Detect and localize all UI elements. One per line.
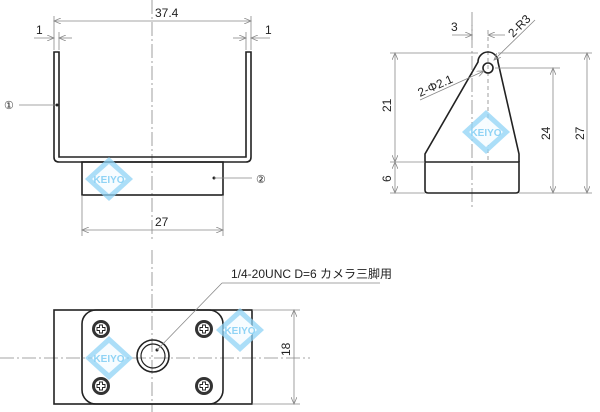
callout-part1: ① xyxy=(4,100,14,112)
dim-hole-offset: 3 xyxy=(451,20,458,34)
hole-leader xyxy=(419,71,484,101)
screw-top-left xyxy=(92,320,110,338)
bottom-block xyxy=(81,309,224,405)
side-plate xyxy=(424,51,520,162)
svg-text:KEIYO: KEIYO xyxy=(470,128,501,139)
keiyo-watermark: KEIYO xyxy=(216,308,264,352)
screw-bottom-left xyxy=(92,377,110,395)
dim-base-height: 6 xyxy=(380,175,394,182)
dim-total-height: 27 xyxy=(573,126,587,140)
dim-left-thickness: 1 xyxy=(36,23,43,37)
bottom-view: 1/4-20UNC D=6 カメラ三脚用 18 KEIYO KEIYO xyxy=(0,250,392,412)
side-base xyxy=(424,161,520,194)
callout-part2: ② xyxy=(256,174,266,186)
tripod-hole-inner xyxy=(140,343,166,369)
svg-text:KEIYO: KEIYO xyxy=(93,175,124,186)
thread-leader xyxy=(156,282,223,351)
u-bracket-part1 xyxy=(53,51,252,163)
tripod-hole-outer xyxy=(136,339,170,373)
dim-block-width: 27 xyxy=(155,215,169,229)
dim-hole-diameter: 2-Φ2.1 xyxy=(416,72,456,100)
svg-text:KEIYO: KEIYO xyxy=(224,326,255,337)
keiyo-watermark: KEIYO xyxy=(85,336,133,380)
block-part2 xyxy=(81,161,224,196)
dim-plate-height: 21 xyxy=(380,98,394,112)
keiyo-watermark: KEIYO xyxy=(462,110,510,154)
screw-top-right xyxy=(195,320,213,338)
screw-bottom-right xyxy=(195,377,213,395)
mount-hole xyxy=(482,62,494,74)
dim-right-thickness: 1 xyxy=(265,23,272,37)
keiyo-watermark: KEIYO xyxy=(85,157,133,201)
side-view: 3 2-R3 2-Φ2.1 21 6 24 27 KEIYO xyxy=(380,12,592,210)
svg-text:KEIYO: KEIYO xyxy=(93,354,124,365)
leader-dot xyxy=(55,103,59,107)
front-view: 37.4 1 1 ① ② 27 KEIYO xyxy=(4,0,272,240)
dim-depth: 18 xyxy=(279,342,293,356)
dim-overall-width: 37.4 xyxy=(155,6,179,20)
dim-hole-height: 24 xyxy=(539,126,553,140)
thread-note: 1/4-20UNC D=6 カメラ三脚用 xyxy=(231,266,392,281)
